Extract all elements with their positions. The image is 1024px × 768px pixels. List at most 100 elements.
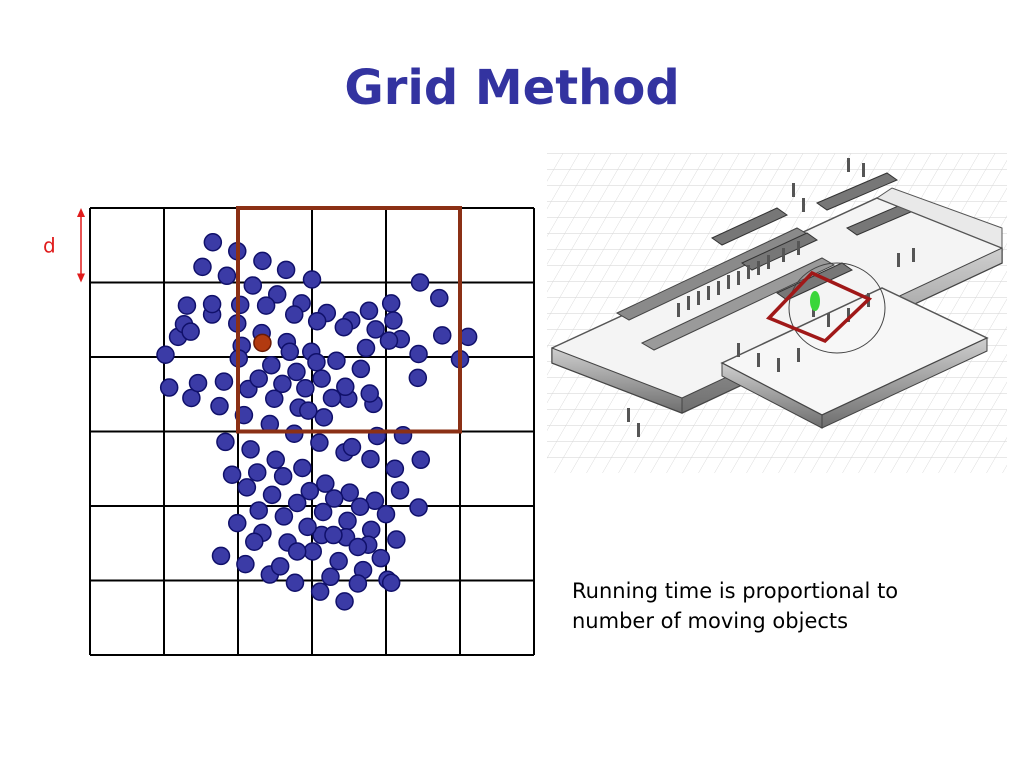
moving-object bbox=[307, 311, 327, 331]
moving-object bbox=[287, 493, 307, 513]
moving-object bbox=[310, 582, 330, 601]
moving-object bbox=[387, 530, 406, 549]
moving-object bbox=[210, 396, 229, 416]
moving-object bbox=[350, 497, 370, 516]
moving-object bbox=[265, 389, 284, 408]
moving-object bbox=[334, 317, 354, 337]
moving-object bbox=[181, 322, 200, 341]
moving-object bbox=[247, 463, 267, 482]
moving-object bbox=[276, 260, 296, 280]
moving-object bbox=[177, 296, 197, 315]
moving-object bbox=[384, 311, 403, 330]
moving-object bbox=[324, 489, 344, 508]
moving-object bbox=[408, 368, 428, 388]
moving-object bbox=[296, 379, 315, 398]
query-region-outline bbox=[765, 270, 873, 344]
moving-object bbox=[307, 352, 326, 372]
cell-size-arrow-bottom bbox=[77, 273, 85, 283]
moving-object bbox=[314, 408, 334, 427]
slide-title: Grid Method bbox=[344, 60, 680, 116]
moving-object bbox=[273, 374, 292, 394]
crowd-figures bbox=[627, 158, 915, 437]
query-region-box bbox=[236, 206, 462, 434]
scene-drawing bbox=[547, 153, 1007, 473]
moving-object bbox=[335, 592, 354, 611]
moving-object bbox=[379, 331, 399, 350]
moving-object bbox=[361, 449, 380, 469]
caption-line-1: Running time is proportional to bbox=[572, 579, 899, 603]
building-floorplan bbox=[551, 172, 1003, 429]
moving-object bbox=[256, 296, 276, 315]
moving-object bbox=[273, 466, 293, 486]
moving-object bbox=[340, 483, 359, 502]
moving-object bbox=[202, 294, 222, 314]
moving-object bbox=[393, 425, 413, 445]
cell-size-label: d bbox=[43, 233, 56, 257]
moving-object bbox=[285, 573, 305, 592]
moving-object bbox=[298, 517, 317, 537]
moving-object bbox=[249, 369, 268, 388]
moving-object bbox=[361, 520, 381, 540]
moving-object bbox=[411, 450, 431, 470]
moving-object bbox=[299, 401, 318, 420]
query-person bbox=[810, 291, 820, 311]
moving-object bbox=[236, 554, 255, 574]
moving-object bbox=[284, 424, 304, 443]
moving-object bbox=[324, 525, 343, 545]
moving-object bbox=[249, 501, 268, 520]
moving-object bbox=[211, 546, 231, 566]
moving-object bbox=[241, 440, 260, 459]
moving-object bbox=[327, 351, 346, 370]
moving-object bbox=[217, 266, 237, 286]
moving-object bbox=[230, 295, 250, 315]
moving-object bbox=[270, 557, 290, 576]
moving-object bbox=[203, 233, 223, 252]
moving-object bbox=[366, 320, 385, 339]
moving-object bbox=[216, 432, 235, 452]
moving-object bbox=[253, 251, 272, 271]
moving-object bbox=[322, 388, 342, 408]
moving-object bbox=[243, 276, 263, 295]
moving-object bbox=[245, 532, 264, 552]
moving-object bbox=[376, 504, 396, 524]
moving-object bbox=[262, 485, 282, 505]
moving-object bbox=[274, 507, 294, 526]
moving-object bbox=[312, 369, 331, 388]
moving-object bbox=[293, 458, 312, 478]
moving-object bbox=[371, 548, 391, 568]
moving-object bbox=[302, 270, 322, 289]
moving-object bbox=[348, 537, 368, 557]
moving-object bbox=[360, 384, 379, 403]
cell-size-marker: d bbox=[43, 208, 85, 283]
moving-object bbox=[156, 345, 175, 365]
moving-object bbox=[280, 342, 300, 362]
moving-objects bbox=[156, 233, 478, 611]
3d-simulation-scene bbox=[547, 153, 1007, 473]
query-object bbox=[253, 333, 272, 353]
moving-object bbox=[222, 465, 242, 484]
moving-object bbox=[381, 294, 401, 313]
moving-object bbox=[266, 450, 285, 470]
moving-object bbox=[267, 285, 287, 304]
moving-object bbox=[430, 288, 449, 308]
moving-object bbox=[300, 481, 320, 501]
moving-object bbox=[432, 326, 452, 345]
moving-object bbox=[348, 574, 368, 593]
caption: Running time is proportional to number o… bbox=[572, 576, 992, 636]
moving-object bbox=[193, 257, 212, 277]
moving-object bbox=[356, 338, 376, 358]
moving-object bbox=[287, 542, 307, 561]
moving-object bbox=[228, 513, 247, 533]
moving-object bbox=[458, 327, 478, 347]
moving-object bbox=[313, 502, 333, 522]
moving-object bbox=[188, 373, 208, 393]
query-radius-circle bbox=[788, 262, 886, 354]
caption-line-2: number of moving objects bbox=[572, 609, 849, 633]
moving-object bbox=[385, 459, 405, 478]
moving-object bbox=[381, 573, 401, 592]
moving-object bbox=[336, 377, 355, 397]
moving-object bbox=[351, 359, 371, 379]
moving-object bbox=[410, 273, 430, 292]
moving-object bbox=[214, 372, 234, 391]
